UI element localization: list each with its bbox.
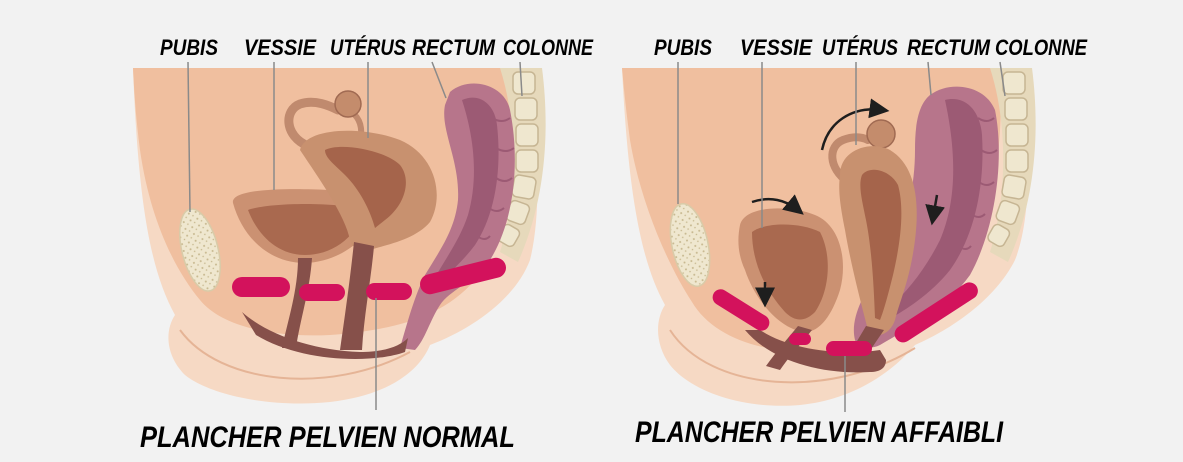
pelvic-floor-segment [299,284,345,301]
title-weakened: PLANCHER PELVIEN AFFAIBLI [635,416,1004,449]
label-colonne: COLONNE [995,35,1088,60]
label-vessie: VESSIE [740,35,813,60]
vertebra [1003,72,1025,94]
pelvic-floor-segment [232,277,290,297]
label-vessie: VESSIE [244,35,317,60]
ovary [867,120,895,148]
label-pubis: PUBIS [160,35,218,60]
vertebra [1006,124,1028,146]
label-pubis: PUBIS [654,35,712,60]
label-rectum: RECTUM [412,35,496,60]
vertebra [1006,150,1028,172]
vertebra [511,174,536,199]
title-normal: PLANCHER PELVIEN NORMAL [140,421,515,454]
label-uterus: UTÉRUS [330,35,406,60]
pelvic-floor-segment [789,333,811,345]
pelvic-floor-segment [366,283,412,300]
label-colonne: COLONNE [503,35,594,60]
vertebra [1005,98,1027,120]
label-uterus: UTÉRUS [822,35,898,60]
vertebra [516,124,538,146]
vertebra [513,72,535,94]
pelvic-floor-segment [826,341,872,356]
vertebra [1001,174,1026,199]
vertebra [515,98,537,120]
label-rectum: RECTUM [907,35,991,60]
vertebra [516,150,538,172]
ovary [335,91,361,117]
